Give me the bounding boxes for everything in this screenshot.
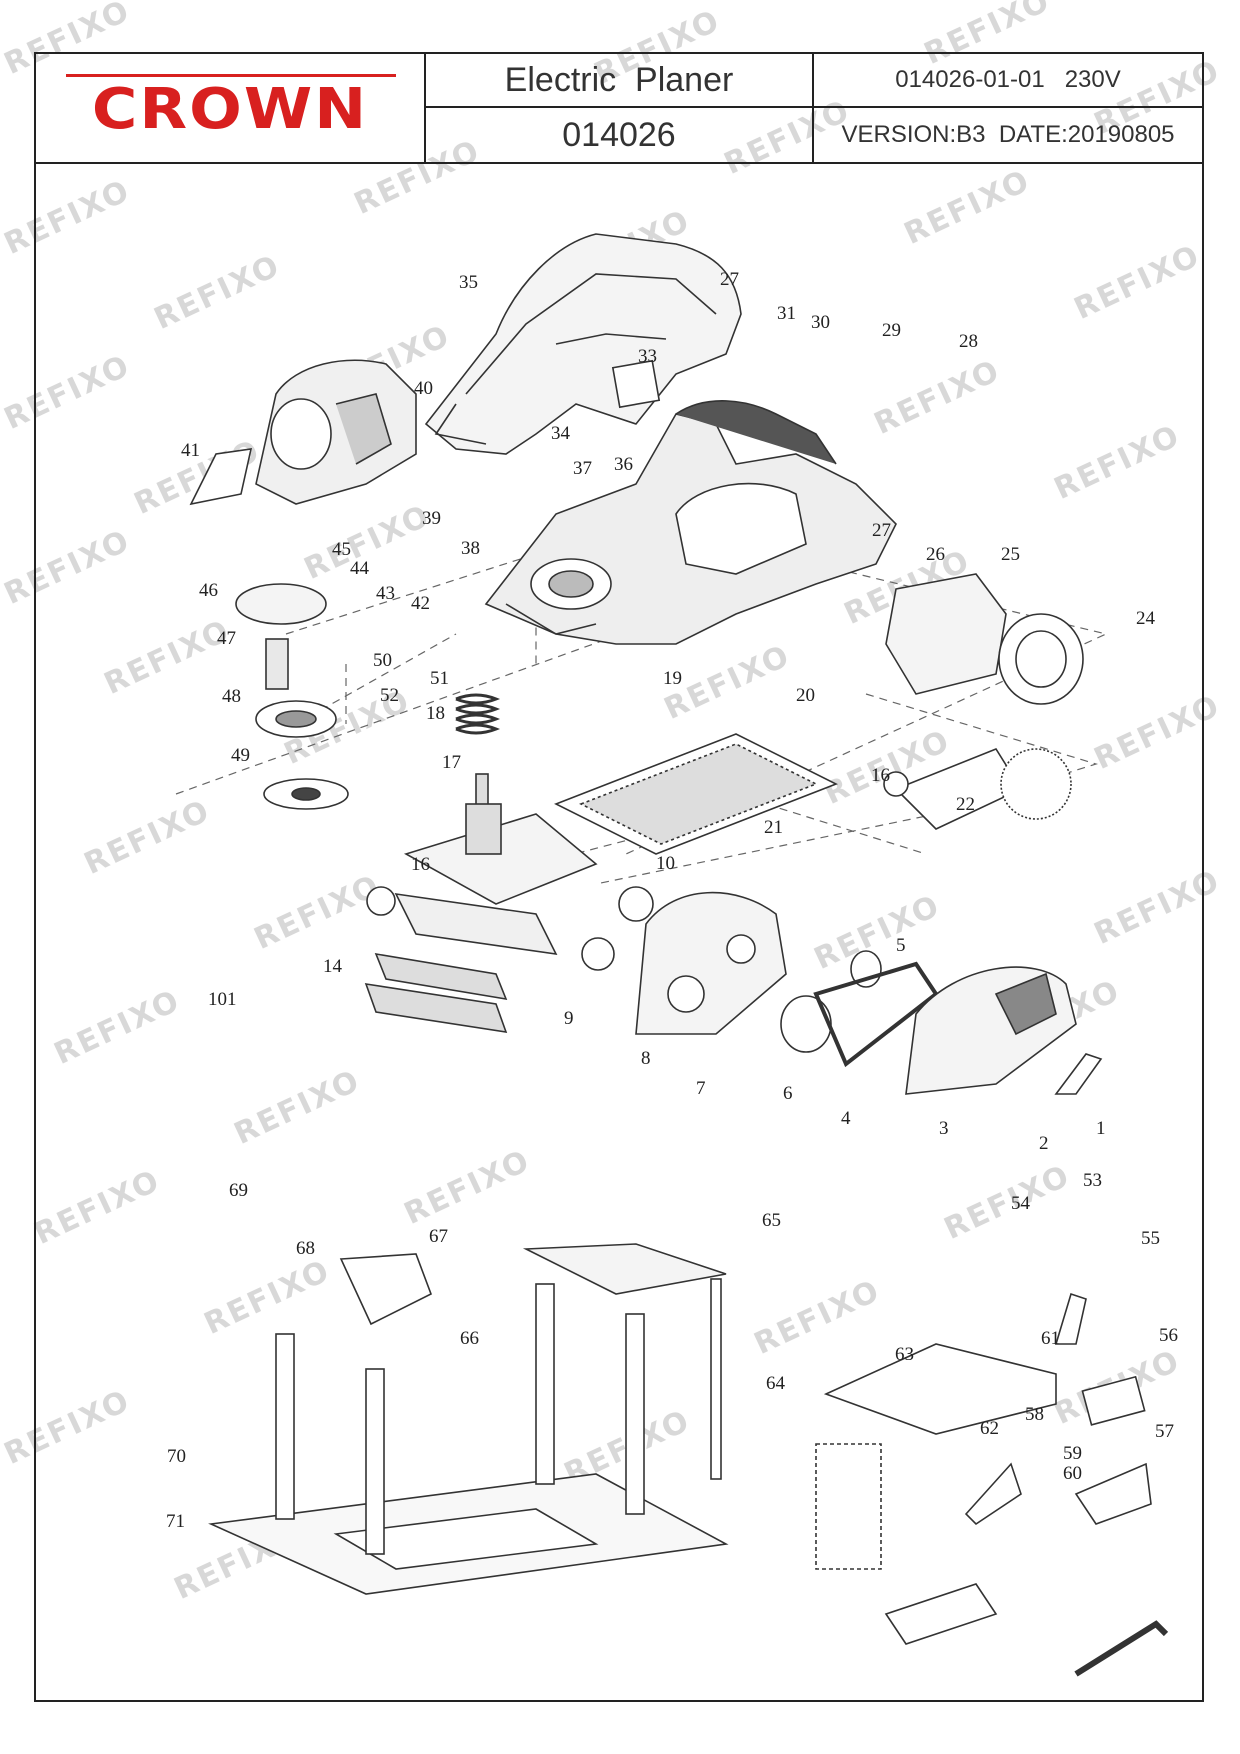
part-label: 1 bbox=[1096, 1118, 1106, 1139]
base-plate bbox=[554, 733, 838, 855]
part-label: 7 bbox=[696, 1078, 706, 1099]
part-label: 2 bbox=[1039, 1133, 1049, 1154]
part-label: 101 bbox=[208, 989, 237, 1010]
part-label: 40 bbox=[414, 378, 433, 399]
part-label: 59 bbox=[1063, 1443, 1082, 1464]
brand-logo: CROWN bbox=[91, 75, 369, 141]
part-label: 27 bbox=[720, 269, 739, 290]
part-label: 35 bbox=[459, 272, 478, 293]
part-label: 17 bbox=[442, 752, 461, 773]
part-label: 29 bbox=[882, 320, 901, 341]
depth-knob-assembly bbox=[235, 583, 349, 810]
belt-cover bbox=[905, 966, 1103, 1095]
part-label: 16 bbox=[871, 765, 890, 786]
parts-diagram-svg: 1 2 3 4 5 6 7 8 9 10 14 16 16 17 18 19 2… bbox=[166, 233, 1178, 1677]
logo-underline bbox=[66, 74, 396, 77]
part-label: 47 bbox=[217, 628, 236, 649]
part-label: 16 bbox=[411, 854, 430, 875]
title-block: CROWN Electric Planer 014026 014026-01-0… bbox=[36, 54, 1202, 164]
part-label: 5 bbox=[896, 935, 906, 956]
part-label: 54 bbox=[1011, 1193, 1031, 1214]
fence-accessories bbox=[815, 1292, 1169, 1677]
part-label: 46 bbox=[199, 580, 218, 601]
part-label: 19 bbox=[663, 668, 682, 689]
part-label: 60 bbox=[1063, 1463, 1082, 1484]
part-label: 9 bbox=[564, 1008, 574, 1029]
part-label: 25 bbox=[1001, 544, 1020, 565]
part-label: 18 bbox=[426, 703, 445, 724]
drawing-code: 014026-01-01 230V bbox=[814, 54, 1202, 108]
part-label: 67 bbox=[429, 1226, 448, 1247]
part-label: 50 bbox=[373, 650, 392, 671]
cutter-drum bbox=[364, 886, 615, 1033]
part-label: 70 bbox=[167, 1446, 186, 1467]
part-label: 6 bbox=[783, 1083, 793, 1104]
part-label: 53 bbox=[1083, 1170, 1102, 1191]
part-label: 33 bbox=[638, 346, 657, 367]
part-label: 8 bbox=[641, 1048, 651, 1069]
part-label: 38 bbox=[461, 538, 480, 559]
part-label: 52 bbox=[380, 685, 399, 706]
part-label: 4 bbox=[841, 1108, 851, 1129]
model-number: 014026 bbox=[426, 108, 814, 162]
part-label: 68 bbox=[296, 1238, 315, 1259]
part-label: 69 bbox=[229, 1180, 248, 1201]
part-label: 65 bbox=[762, 1210, 781, 1231]
part-label: 37 bbox=[573, 458, 592, 479]
part-label: 30 bbox=[811, 312, 830, 333]
part-label: 57 bbox=[1155, 1421, 1174, 1442]
part-label: 63 bbox=[895, 1344, 914, 1365]
part-label: 42 bbox=[411, 593, 430, 614]
part-label: 61 bbox=[1041, 1328, 1060, 1349]
main-housing bbox=[484, 400, 897, 645]
part-label: 41 bbox=[181, 440, 200, 461]
part-label: 71 bbox=[166, 1511, 185, 1532]
part-label: 36 bbox=[614, 454, 633, 475]
part-label: 43 bbox=[376, 583, 395, 604]
exploded-parts-diagram: 1 2 3 4 5 6 7 8 9 10 14 16 16 17 18 19 2… bbox=[36, 164, 1202, 1700]
part-label: 64 bbox=[766, 1373, 786, 1394]
motor-parts bbox=[883, 573, 1084, 830]
part-label: 58 bbox=[1025, 1404, 1044, 1425]
drawing-sheet: CROWN Electric Planer 014026 014026-01-0… bbox=[34, 52, 1204, 1702]
part-label: 51 bbox=[430, 668, 449, 689]
product-name: Electric Planer bbox=[426, 54, 814, 108]
part-label: 66 bbox=[460, 1328, 479, 1349]
part-label: 22 bbox=[956, 794, 975, 815]
part-label: 49 bbox=[231, 745, 250, 766]
part-label: 34 bbox=[551, 423, 571, 444]
part-label: 56 bbox=[1159, 1325, 1178, 1346]
part-label: 31 bbox=[777, 303, 796, 324]
part-label: 39 bbox=[422, 508, 441, 529]
part-label: 45 bbox=[332, 539, 351, 560]
left-cover bbox=[255, 359, 417, 505]
part-label: 21 bbox=[764, 817, 783, 838]
gear-plate bbox=[618, 886, 787, 1035]
brand-logo-cell: CROWN bbox=[36, 54, 426, 162]
spring-and-shaft bbox=[403, 693, 598, 905]
part-label: 3 bbox=[939, 1118, 949, 1139]
part-label: 55 bbox=[1141, 1228, 1160, 1249]
part-label: 14 bbox=[323, 956, 343, 977]
part-label: 24 bbox=[1136, 608, 1156, 629]
part-label: 44 bbox=[350, 558, 370, 579]
part-label: 27 bbox=[872, 520, 891, 541]
part-41-shield bbox=[189, 448, 253, 506]
part-label: 20 bbox=[796, 685, 815, 706]
part-label: 48 bbox=[222, 686, 241, 707]
version-date: VERSION:B3 DATE:20190805 bbox=[841, 121, 1175, 148]
part-label: 10 bbox=[656, 853, 675, 874]
upper-housing bbox=[424, 233, 742, 455]
part-number-labels: 1 2 3 4 5 6 7 8 9 10 14 16 16 17 18 19 2… bbox=[166, 269, 1178, 1532]
part-label: 26 bbox=[926, 544, 945, 565]
part-label: 28 bbox=[959, 331, 978, 352]
part-label: 62 bbox=[980, 1418, 999, 1439]
planer-stand bbox=[208, 1243, 729, 1595]
